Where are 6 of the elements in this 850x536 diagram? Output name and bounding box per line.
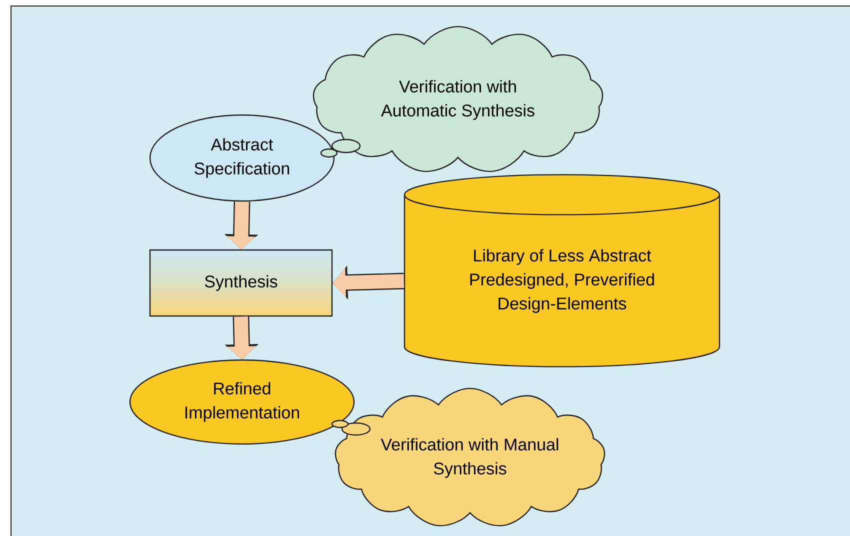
- ellipse-node: Refined Implementation: [129, 359, 355, 445]
- ellipse-node: Abstract Specification: [149, 114, 335, 202]
- process-box: Synthesis: [149, 249, 333, 317]
- thought-cloud: Verification with Automatic Synthesis: [312, 26, 604, 172]
- library-cylinder: Library of Less Abstract Predesigned, Preverified Design-Elements: [404, 174, 720, 368]
- thought-cloud: Verification with Manual Synthesis: [331, 388, 606, 526]
